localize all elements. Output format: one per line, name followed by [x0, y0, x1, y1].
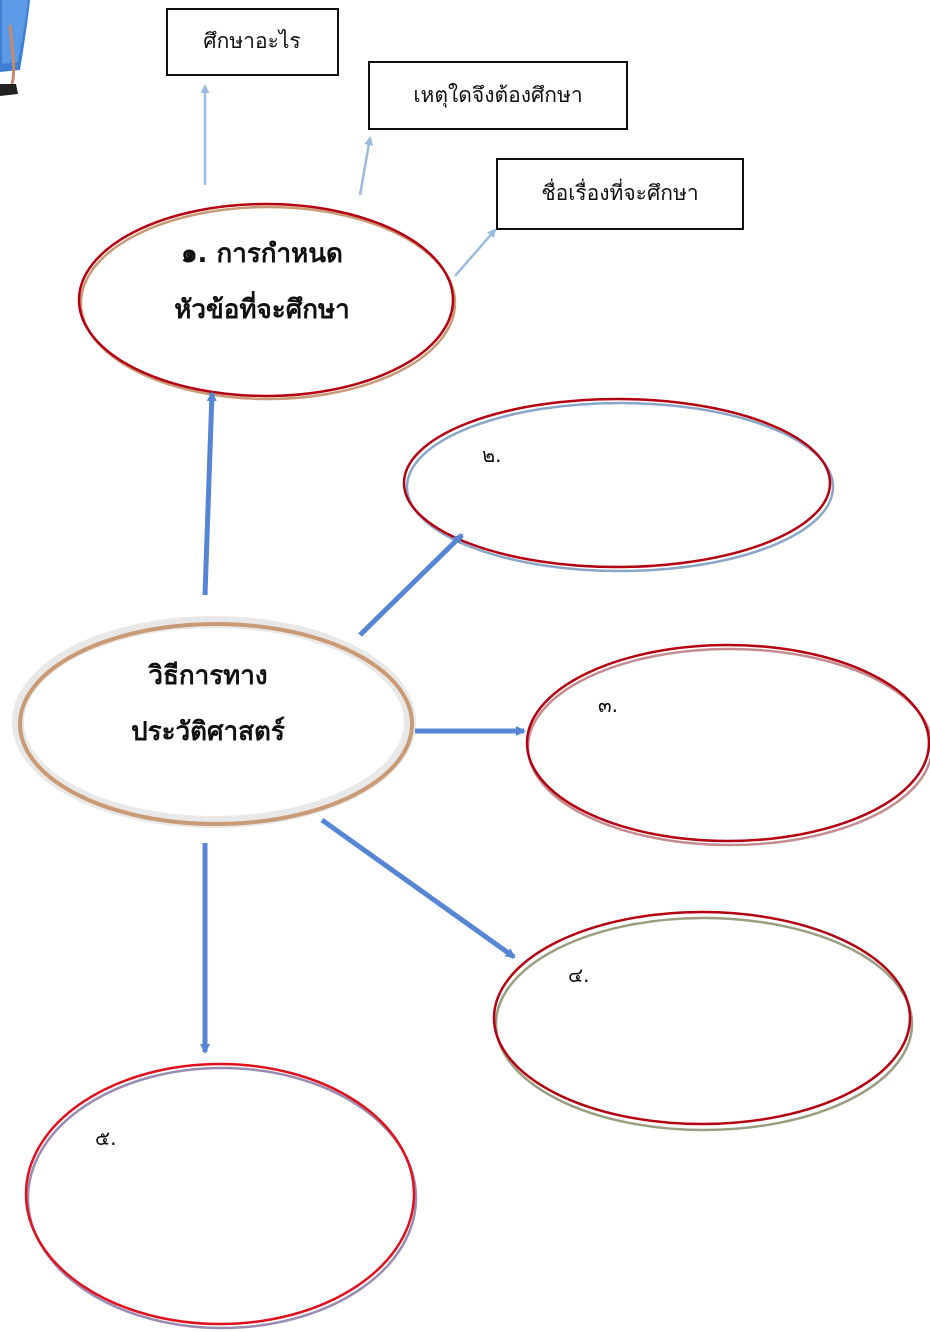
step3-label: ๓. — [598, 693, 618, 717]
arrow-to-title-box — [454, 228, 497, 277]
box-title-text: ชื่อเรื่องที่จะศึกษา — [541, 178, 698, 205]
arrow-center-to-step2 — [358, 533, 464, 637]
step1-line1: ๑. การกำหนด — [181, 239, 343, 269]
step1-ellipse: ๑. การกำหนด หัวข้อที่จะศึกษา — [77, 202, 457, 401]
step4-ellipse: ๔. — [492, 910, 914, 1132]
arrow-to-why-box — [358, 136, 374, 196]
arrow-center-to-step4 — [320, 817, 516, 960]
center-ellipse: วิธีการทาง ประวัติศาสตร์ — [12, 616, 416, 828]
step2-ellipse: ๒. — [402, 397, 835, 573]
box-title: ชื่อเรื่องที่จะศึกษา — [496, 158, 744, 230]
box-why-text: เหตุใดจึงต้องศึกษา — [413, 83, 582, 108]
center-line1: วิธีการทาง — [148, 661, 268, 691]
box-what-text: ศึกษาอะไร — [203, 29, 300, 53]
step3-ellipse: ๓. — [525, 643, 930, 847]
step1-line2: หัวข้อที่จะศึกษา — [174, 290, 349, 325]
arrow-center-to-step1 — [202, 391, 217, 596]
center-line2: ประวัติศาสตร์ — [131, 716, 285, 747]
box-why: เหตุใดจึงต้องศึกษา — [368, 61, 628, 130]
cartoon-figure-image — [0, 0, 30, 96]
step2-label: ๒. — [482, 443, 502, 467]
box-what: ศึกษาอะไร — [166, 8, 339, 76]
step4-label: ๔. — [568, 963, 590, 987]
step5-label: ๕. — [95, 1126, 117, 1150]
step5-ellipse: ๕. — [24, 1062, 418, 1330]
